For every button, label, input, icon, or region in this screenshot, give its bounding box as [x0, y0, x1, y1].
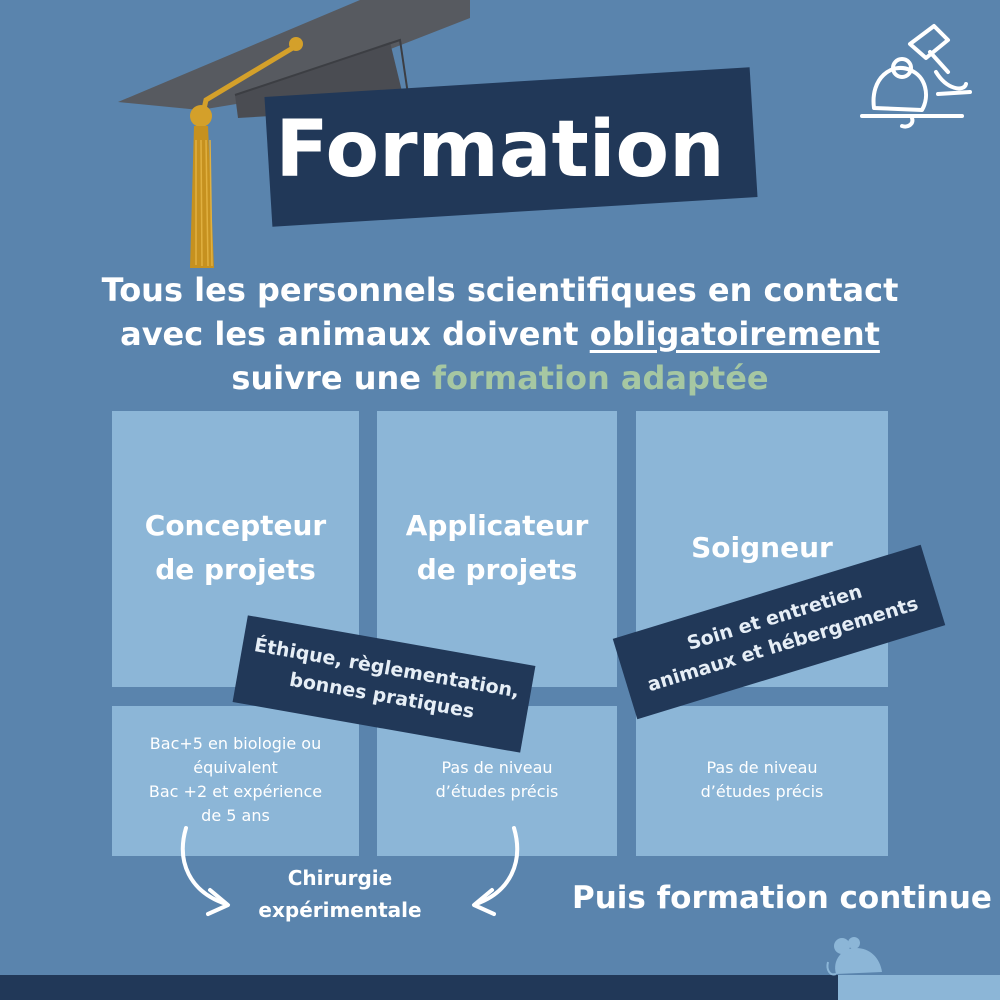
requirement-line: Pas de niveau: [441, 758, 553, 777]
card-caretaker-requirements: Pas de niveau d’études précis: [636, 706, 888, 856]
surgery-line: expérimentale: [258, 898, 422, 922]
requirement-line: d’études précis: [435, 782, 559, 801]
card-title-line: de projets: [416, 553, 578, 586]
requirement-line: de 5 ans: [201, 806, 270, 825]
card-title-line: Applicateur: [405, 509, 589, 542]
intro-line-2: avec les animaux doivent obligatoirement: [0, 312, 1000, 356]
requirement-line: Pas de niveau: [706, 758, 818, 777]
requirement-line: d’études précis: [700, 782, 824, 801]
surgery-label: Chirurgie expérimentale: [240, 862, 440, 926]
intro-line-2-text: avec les animaux doivent: [120, 315, 590, 353]
requirement-line: Bac +2 et expérience: [148, 782, 323, 801]
card-title-line: Soigneur: [691, 531, 833, 564]
surgery-line: Chirurgie: [287, 866, 393, 890]
requirement-line: Bac+5 en biologie ou: [149, 734, 322, 753]
footer-accent: [838, 975, 1000, 1000]
card-designer-requirements: Bac+5 en biologie ou équivalent Bac +2 e…: [112, 706, 359, 856]
page-title: Formation: [275, 105, 725, 195]
intro-line-3-text: suivre une: [231, 359, 433, 397]
continuing-training: Puis formation continue: [572, 880, 992, 916]
mouse-icon: [826, 937, 882, 976]
intro-emphasis: obligatoirement: [589, 315, 880, 353]
intro-accent: formation adaptée: [432, 359, 769, 397]
footer-bar: [0, 975, 1000, 1000]
intro-line-3: suivre une formation adaptée: [0, 356, 1000, 400]
card-title-line: Concepteur: [144, 509, 327, 542]
card-title-line: de projets: [155, 553, 316, 586]
requirement-line: équivalent: [193, 758, 278, 777]
card-applicator: Applicateur de projets: [377, 411, 617, 687]
mouse-microscope-logo-icon: [860, 24, 972, 129]
intro-line-1: Tous les personnels scientifiques en con…: [101, 271, 899, 309]
